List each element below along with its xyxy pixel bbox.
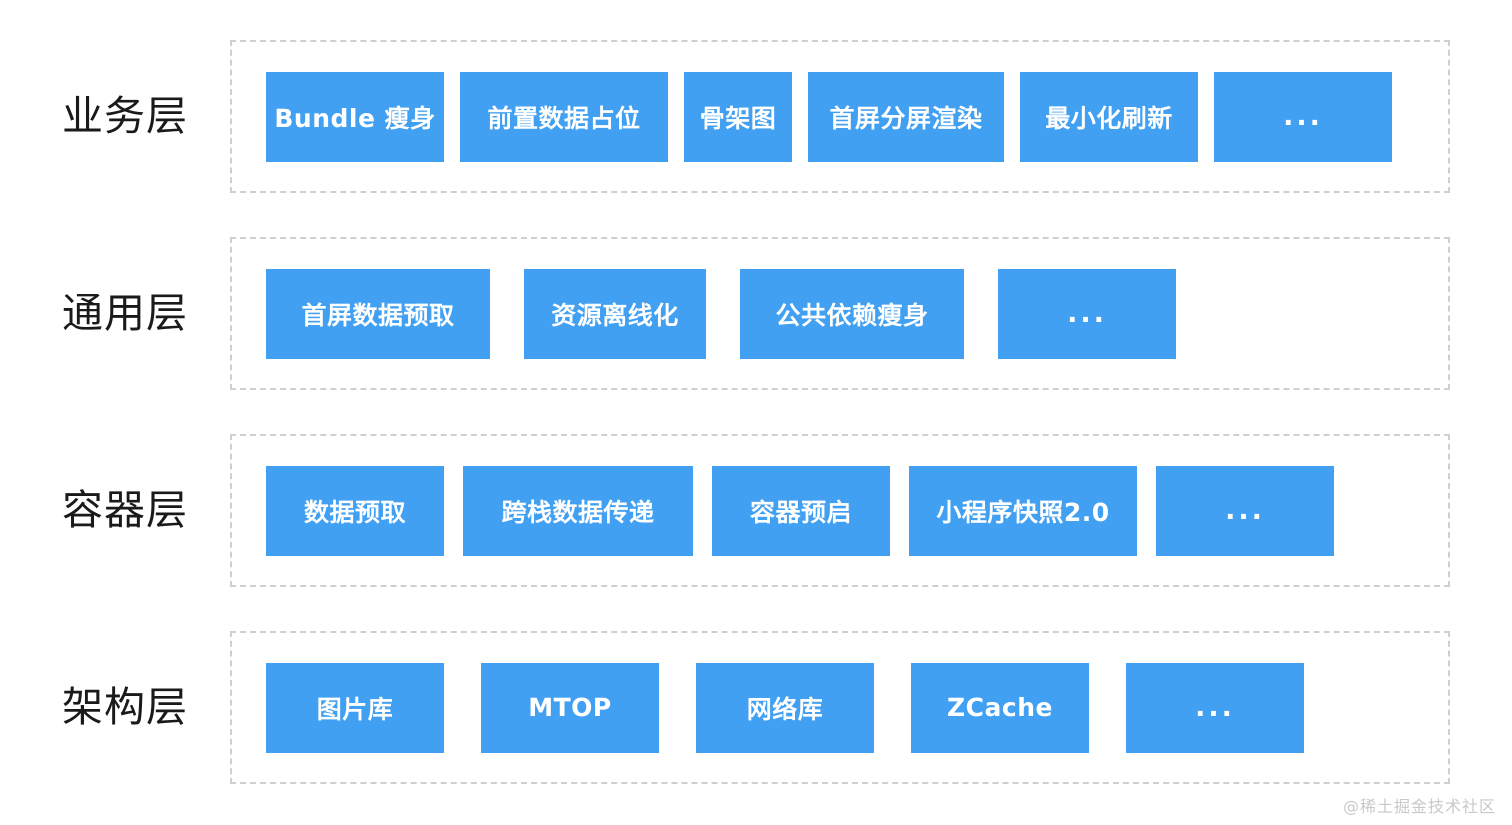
layer-group-container: 数据预取跨栈数据传递容器预启小程序快照2.0... — [230, 434, 1450, 587]
node-more-common[interactable]: ... — [998, 268, 1176, 359]
node-item[interactable]: 骨架图 — [684, 71, 792, 162]
node-item[interactable]: ZCache — [911, 662, 1089, 753]
node-more-arch[interactable]: ... — [1126, 662, 1304, 753]
layer-group-common: 首屏数据预取资源离线化公共依赖瘦身... — [230, 237, 1450, 390]
layer-row-arch: 架构层 图片库 MTOP 网络库 ZCache... — [0, 631, 1512, 784]
node-item[interactable]: 数据预取 — [266, 465, 444, 556]
node-item[interactable]: Bundle 瘦身 — [266, 71, 444, 162]
node-item[interactable]: 图片库 — [266, 662, 444, 753]
node-item[interactable]: 小程序快照2.0 — [909, 465, 1137, 556]
node-item[interactable]: 网络库 — [696, 662, 874, 753]
watermark: @稀土掘金技术社区 — [1342, 797, 1496, 816]
layer-label-common: 通用层 — [62, 289, 188, 337]
layer-label-container: 容器层 — [62, 486, 188, 534]
node-item[interactable]: MTOP — [481, 662, 659, 753]
layer-group-business: Bundle 瘦身前置数据占位骨架图首屏分屏渲染最小化刷新... — [230, 40, 1450, 193]
node-item[interactable]: 容器预启 — [712, 465, 890, 556]
node-item[interactable]: 前置数据占位 — [460, 71, 668, 162]
layer-row-common: 通用层首屏数据预取资源离线化公共依赖瘦身... — [0, 237, 1512, 390]
layer-label-business: 业务层 — [62, 92, 188, 140]
node-more-container[interactable]: ... — [1156, 465, 1334, 556]
node-item[interactable]: 跨栈数据传递 — [463, 465, 693, 556]
node-more-business[interactable]: ... — [1214, 71, 1392, 162]
layer-row-business: 业务层 Bundle 瘦身前置数据占位骨架图首屏分屏渲染最小化刷新... — [0, 40, 1512, 193]
node-item[interactable]: 公共依赖瘦身 — [740, 268, 964, 359]
layer-group-arch: 图片库 MTOP 网络库 ZCache... — [230, 631, 1450, 784]
node-item[interactable]: 资源离线化 — [524, 268, 706, 359]
layer-label-arch: 架构层 — [62, 683, 188, 731]
node-item[interactable]: 首屏分屏渲染 — [808, 71, 1004, 162]
layer-row-container: 容器层数据预取跨栈数据传递容器预启小程序快照2.0... — [0, 434, 1512, 587]
node-item[interactable]: 最小化刷新 — [1020, 71, 1198, 162]
node-item[interactable]: 首屏数据预取 — [266, 268, 490, 359]
